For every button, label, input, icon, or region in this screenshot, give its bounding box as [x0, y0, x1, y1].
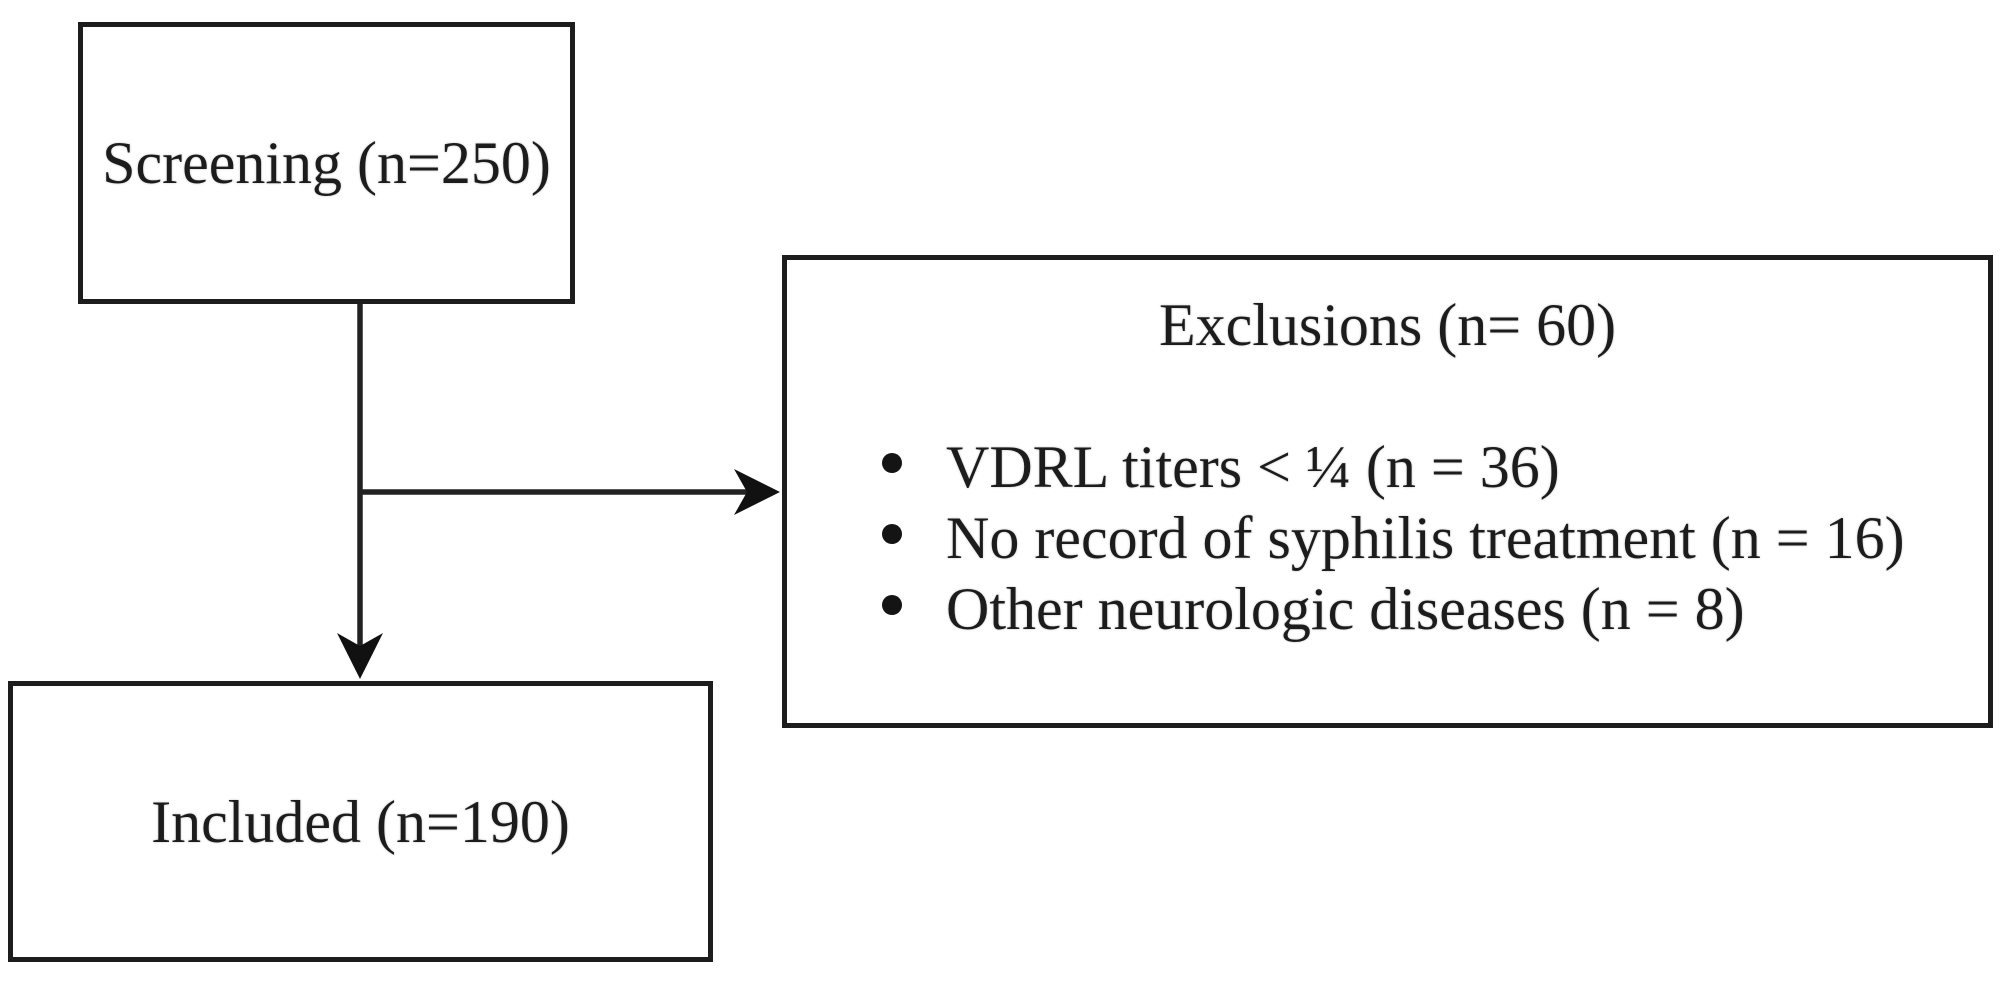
exclusion-item-text: VDRL titers < ¼ (n = 36): [946, 434, 1560, 500]
exclusion-list: VDRL titers < ¼ (n = 36) No record of sy…: [787, 432, 1988, 645]
exclusions-box: Exclusions (n= 60) VDRL titers < ¼ (n = …: [782, 255, 1993, 728]
bullet-icon: [882, 595, 902, 615]
included-box: Included (n=190): [8, 681, 713, 962]
right-arrowhead-icon: [734, 469, 780, 515]
bullet-icon: [882, 453, 902, 473]
screening-label: Screening (n=250): [102, 130, 551, 196]
included-label: Included (n=190): [151, 788, 570, 855]
exclusion-item-text: Other neurologic diseases (n = 8): [946, 576, 1745, 642]
exclusion-item: Other neurologic diseases (n = 8): [882, 574, 1988, 645]
down-arrowhead-icon: [337, 633, 383, 679]
screening-box: Screening (n=250): [78, 22, 575, 304]
exclusion-item-text: No record of syphilis treatment (n = 16): [946, 505, 1905, 571]
exclusions-title: Exclusions (n= 60): [1158, 292, 1617, 358]
exclusion-item: VDRL titers < ¼ (n = 36): [882, 432, 1988, 503]
bullet-icon: [882, 524, 902, 544]
exclusion-item: No record of syphilis treatment (n = 16): [882, 503, 1988, 574]
